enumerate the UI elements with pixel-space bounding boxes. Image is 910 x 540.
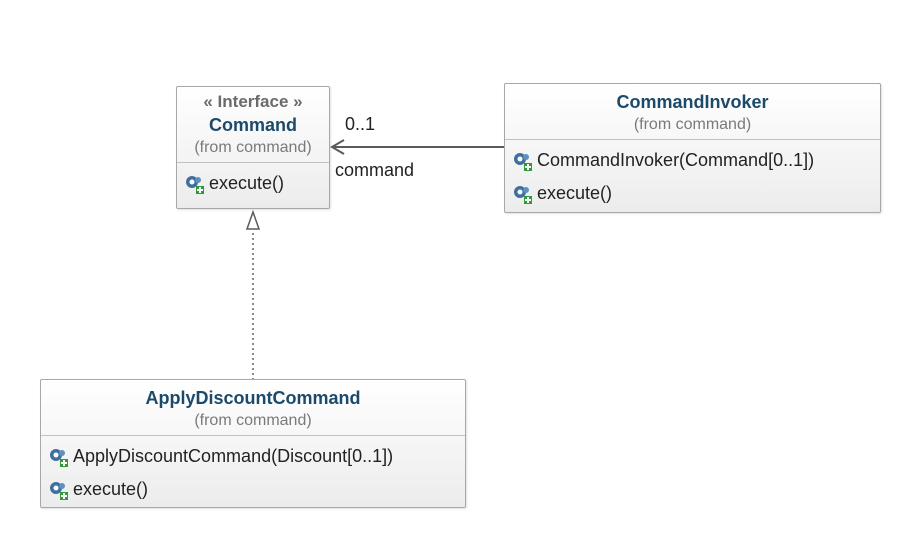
realization-arrowhead <box>245 209 261 230</box>
class-name: CommandInvoker <box>616 92 769 112</box>
public-operation-gear-icon <box>514 185 532 204</box>
association-arrowhead <box>330 139 345 155</box>
operation-label: execute() <box>537 183 613 203</box>
invoker-header: CommandInvoker (from command) <box>505 84 880 139</box>
class-name: Command <box>208 115 297 135</box>
operations-compartment: ApplyDiscountCommand(Discount[0..1]) exe… <box>41 435 465 509</box>
operation-row[interactable]: execute() <box>511 177 874 210</box>
class-name: ApplyDiscountCommand <box>145 388 361 408</box>
operation-row[interactable]: ApplyDiscountCommand(Discount[0..1]) <box>47 440 459 473</box>
public-operation-gear-icon <box>514 152 532 171</box>
apply-discount-command-class-box[interactable]: ApplyDiscountCommand (from command) Appl… <box>40 379 466 508</box>
command-interface-box[interactable]: « Interface » Command (from command) exe… <box>176 86 330 209</box>
command-invoker-class-box[interactable]: CommandInvoker (from command) CommandInv… <box>504 83 881 213</box>
command-header: « Interface » Command (from command) <box>177 87 329 162</box>
operation-row[interactable]: execute() <box>47 473 459 506</box>
package-label: (from command) <box>194 139 312 156</box>
operations-compartment: execute() <box>177 162 329 203</box>
package-label: (from command) <box>194 412 312 429</box>
public-operation-gear-icon <box>50 448 68 467</box>
operation-row[interactable]: CommandInvoker(Command[0..1]) <box>511 144 874 177</box>
operations-compartment: CommandInvoker(Command[0..1]) execute() <box>505 139 880 213</box>
apply-header: ApplyDiscountCommand (from command) <box>41 380 465 435</box>
association-role-label: command <box>335 160 415 180</box>
public-operation-gear-icon <box>50 481 68 500</box>
operation-row[interactable]: execute() <box>183 167 323 200</box>
operation-label: ApplyDiscountCommand(Discount[0..1]) <box>73 446 394 466</box>
package-label: (from command) <box>633 116 752 133</box>
association-multiplicity-label: 0..1 <box>345 114 376 134</box>
interface-stereotype: « Interface » <box>203 92 303 111</box>
public-operation-gear-icon <box>186 175 204 194</box>
operation-label: execute() <box>73 479 149 499</box>
operation-label: CommandInvoker(Command[0..1]) <box>537 150 815 170</box>
operation-label: execute() <box>209 173 285 193</box>
